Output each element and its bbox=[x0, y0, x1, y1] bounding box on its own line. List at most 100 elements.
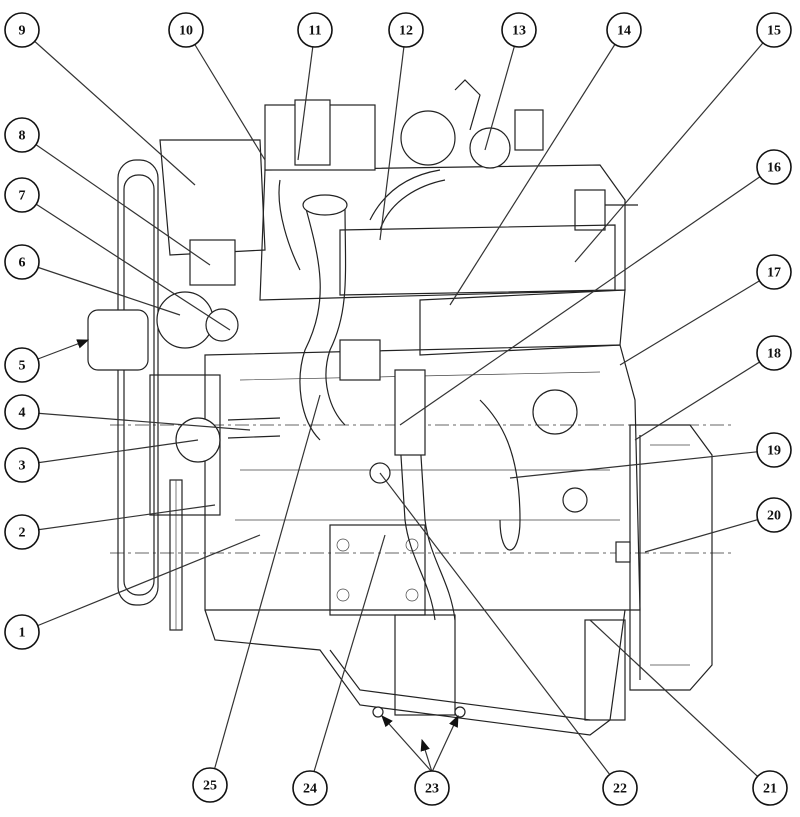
callout-number: 16 bbox=[767, 161, 781, 176]
callout-18: 18 bbox=[756, 335, 792, 371]
callout-10: 10 bbox=[168, 12, 204, 48]
callout-number: 18 bbox=[767, 347, 781, 362]
callout-7: 7 bbox=[4, 177, 40, 213]
callout-circle bbox=[756, 335, 792, 371]
callout-20: 20 bbox=[756, 497, 792, 533]
callout-number: 22 bbox=[613, 782, 627, 797]
leader-20 bbox=[644, 514, 775, 553]
leader-11 bbox=[297, 29, 316, 161]
leader-21 bbox=[589, 619, 771, 789]
leader-2 bbox=[21, 504, 216, 533]
callout-16: 16 bbox=[756, 149, 792, 185]
leader-15 bbox=[574, 29, 775, 263]
callout-number: 23 bbox=[425, 782, 439, 797]
callout-circle bbox=[756, 497, 792, 533]
callout-number: 11 bbox=[308, 24, 321, 39]
callout-1: 1 bbox=[4, 614, 40, 650]
leader-19 bbox=[509, 449, 775, 479]
callout-11: 11 bbox=[297, 12, 333, 48]
leader-6 bbox=[21, 261, 181, 316]
callout-number: 12 bbox=[399, 24, 413, 39]
callout-number: 15 bbox=[767, 24, 781, 39]
intake-pipe bbox=[227, 169, 446, 441]
callout-6: 6 bbox=[4, 244, 40, 280]
leader-25 bbox=[209, 394, 321, 786]
callout-number: 13 bbox=[512, 24, 526, 39]
callout-number: 2 bbox=[19, 526, 26, 541]
leader-4 bbox=[21, 411, 251, 431]
callout-number: 8 bbox=[19, 129, 26, 144]
oil-tube bbox=[339, 339, 521, 621]
leader-24 bbox=[309, 534, 386, 786]
callout-circle bbox=[4, 347, 40, 383]
callout-22: 22 bbox=[602, 770, 638, 806]
cylinder-head bbox=[259, 164, 638, 356]
flywheel-housing bbox=[615, 424, 713, 691]
callout-number: 4 bbox=[19, 406, 26, 421]
callout-number: 20 bbox=[767, 509, 781, 524]
leader-10 bbox=[185, 29, 266, 161]
callout-circle bbox=[292, 770, 328, 806]
callout-circle bbox=[501, 12, 537, 48]
callout-13: 13 bbox=[501, 12, 537, 48]
callout-number: 5 bbox=[19, 359, 26, 374]
callout-5: 5 bbox=[4, 347, 40, 383]
leader-16 bbox=[399, 166, 775, 426]
callout-circle bbox=[4, 394, 40, 430]
callout-number: 21 bbox=[763, 782, 777, 797]
leader-23b bbox=[420, 738, 433, 773]
front-accessories bbox=[149, 139, 266, 516]
callout-circle bbox=[4, 244, 40, 280]
callout-14: 14 bbox=[606, 12, 642, 48]
callout-17: 17 bbox=[756, 254, 792, 290]
callout-circle bbox=[297, 12, 333, 48]
callout-circle bbox=[756, 12, 792, 48]
callout-21: 21 bbox=[752, 770, 788, 806]
callout-number: 9 bbox=[19, 24, 26, 39]
callout-3: 3 bbox=[4, 447, 40, 483]
callout-number: 14 bbox=[617, 24, 631, 39]
callout-circle bbox=[192, 767, 228, 803]
callout-circle bbox=[606, 12, 642, 48]
callout-number: 10 bbox=[179, 24, 193, 39]
leader-lines bbox=[21, 29, 775, 789]
callout-number: 25 bbox=[203, 779, 217, 794]
callout-circle bbox=[4, 614, 40, 650]
callout-number: 7 bbox=[19, 189, 26, 204]
leader-12 bbox=[379, 29, 407, 241]
callout-25: 25 bbox=[192, 767, 228, 803]
callout-circle bbox=[756, 254, 792, 290]
oil-pan bbox=[204, 609, 626, 736]
callout-circle bbox=[4, 12, 40, 48]
callout-circle bbox=[414, 770, 450, 806]
callout-circle bbox=[4, 447, 40, 483]
callout-number: 24 bbox=[303, 782, 317, 797]
callout-number: 17 bbox=[767, 266, 781, 281]
callout-8: 8 bbox=[4, 117, 40, 153]
leader-14 bbox=[449, 29, 625, 306]
leader-7 bbox=[21, 194, 231, 331]
callout-12: 12 bbox=[388, 12, 424, 48]
callout-number: 1 bbox=[19, 626, 26, 641]
callout-circle bbox=[388, 12, 424, 48]
leader-23c bbox=[431, 714, 459, 773]
callout-19: 19 bbox=[756, 432, 792, 468]
callout-circle bbox=[752, 770, 788, 806]
front-pulleys bbox=[87, 159, 183, 631]
intake-top bbox=[264, 79, 544, 171]
leader-3 bbox=[21, 439, 199, 466]
callout-circle bbox=[756, 432, 792, 468]
callout-circle bbox=[602, 770, 638, 806]
leader-13 bbox=[484, 29, 520, 151]
callout-circle bbox=[4, 514, 40, 550]
callout-number: 19 bbox=[767, 444, 781, 459]
leader-22 bbox=[379, 472, 621, 789]
callout-circle bbox=[4, 117, 40, 153]
leader-23a bbox=[381, 715, 433, 773]
callout-circle bbox=[4, 177, 40, 213]
callout-circle bbox=[756, 149, 792, 185]
callout-15: 15 bbox=[756, 12, 792, 48]
